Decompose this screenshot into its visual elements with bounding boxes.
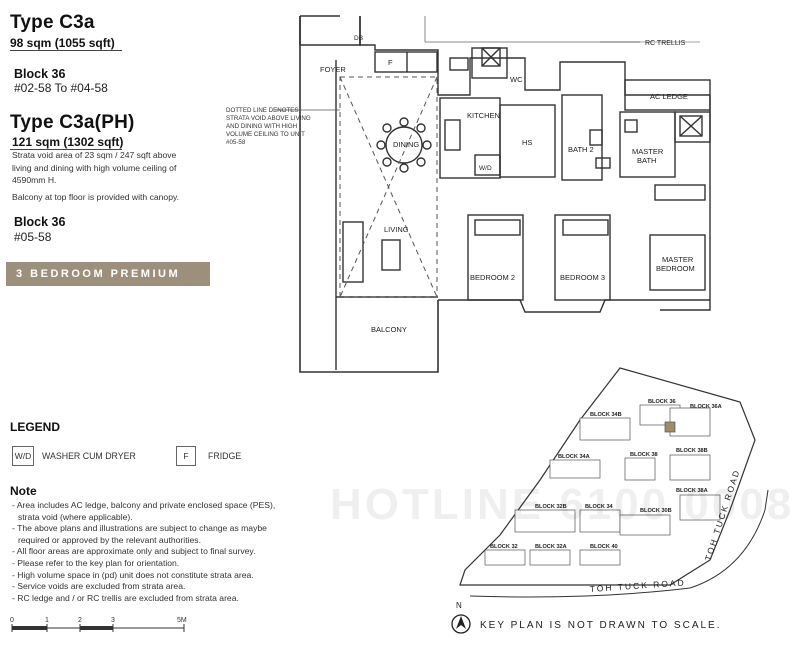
penthouse-unit-number: #05-58 [14,230,52,244]
note-line: - Service voids are excluded from strata… [12,581,186,592]
room-wc: WC [510,75,523,84]
notes-list: - Area includes AC ledge, balcony and pr… [12,500,275,604]
note-line: - High volume space in (pd) unit does no… [12,569,254,580]
floor-plan: FOYER F DB KITCHEN HS W/D DINING LIVING … [226,15,711,373]
void-note-line: DOTTED LINE DENOTES [226,107,299,114]
block-label: BLOCK 38 [630,452,658,458]
room-bedroom-2: BEDROOM 2 [470,273,515,282]
penthouse-block-label: Block 36 [14,215,66,229]
unit-area: 98 sqm (1055 sqft) [10,36,115,50]
note-line: required or approved by the relevant aut… [18,534,201,545]
scale-bar: 0 1 2 3 5M [10,617,187,632]
block-label: BLOCK 34B [590,412,622,418]
fridge-mark: F [388,58,393,67]
strata-void-description: Strata void area of 23 sqm / 247 sqft ab… [12,149,222,187]
legend-title: LEGEND [10,420,61,434]
description-line: living and dining with high volume ceili… [12,162,177,173]
penthouse-type-title: Type C3a(PH) [10,112,135,133]
road-label-bottom: TOH TUCK ROAD [589,577,686,594]
block-label: BLOCK 38A [676,488,708,494]
scale-tick: 5M [177,617,187,624]
block-label: BLOCK 40 [590,544,618,550]
penthouse-area: 121 sqm (1302 sqft) [12,135,124,149]
block-label: BLOCK 32A [535,544,567,550]
room-balcony: BALCONY [371,325,407,334]
room-bath2: BATH 2 [568,145,594,154]
room-ac-ledge: AC LEDGE [650,92,688,101]
note-line: strata void (where applicable). [18,511,133,522]
note-line: - RC ledge and / or RC trellis are exclu… [12,592,239,603]
canopy-note: Balcony at top floor is provided with ca… [12,192,180,202]
void-note-line: VOLUME CEILING TO UNIT [226,131,305,138]
north-arrow-icon [451,614,471,634]
bedroom-type-badge: 3 BEDROOM PREMIUM [6,262,210,286]
room-kitchen: KITCHEN [467,111,500,120]
fridge-icon: F [176,446,196,466]
room-master-bedroom: MASTER [662,255,694,264]
block-label: BLOCK 36A [690,404,722,410]
legend-washer-dryer: WASHER CUM DRYER [42,451,136,461]
keyplan-disclaimer: KEY PLAN IS NOT DRAWN TO SCALE. [480,620,722,631]
rc-trellis-label: RC TRELLIS [645,40,686,47]
washer-dryer-icon: W/D [12,446,34,466]
room-foyer: FOYER [320,65,346,74]
hotline-watermark: HOTLINE 6100 0008 [330,480,794,529]
divider [10,149,122,150]
room-master-bath: BATH [637,156,656,165]
scale-tick: 0 [10,617,14,624]
key-plan: BLOCK 36 BLOCK 36A BLOCK 34B BLOCK 34A B… [459,367,769,598]
description-line: Strata void area of 23 sqm / 247 sqft ab… [12,150,177,160]
block-label: BLOCK 38B [676,448,708,454]
room-living: LIVING [384,225,409,234]
room-master-bath: MASTER [632,147,664,156]
description-line: 4590mm H. [12,175,57,185]
room-dining: DINING [393,140,419,149]
void-note-line: #05-58 [226,139,246,146]
block-label: BLOCK 32B [535,504,567,510]
legend-fridge: FRIDGE [208,451,242,461]
note-line: - Area includes AC ledge, balcony and pr… [12,500,276,510]
divider [10,50,122,51]
block-label: Block 36 [14,67,66,81]
db-mark: DB [354,35,363,42]
room-bedroom-3: BEDROOM 3 [560,273,605,282]
void-note-line: AND DINING WITH HIGH [226,123,297,130]
unit-numbers: #02-58 To #04-58 [14,81,108,95]
note-line: - All floor areas are approximate only a… [12,546,256,557]
note-line: - The above plans and illustrations are … [12,523,267,534]
block-label: BLOCK 36 [648,399,676,405]
room-wd: W/D [479,165,492,172]
unit-type-title: Type C3a [10,12,95,33]
scale-tick: 2 [78,617,82,624]
room-hs: HS [522,138,532,147]
north-label: N [456,601,462,610]
block-label: BLOCK 34 [585,504,614,510]
scale-tick: 1 [45,617,49,624]
scale-tick: 3 [111,617,115,624]
note-line: - Please refer to the key plan for orien… [12,557,180,568]
block-label: BLOCK 32 [490,544,518,550]
notes-title: Note [10,484,37,498]
void-note-line: STRATA VOID ABOVE LIVING [226,115,311,122]
block-label: BLOCK 34A [558,454,590,460]
block-label: BLOCK 30B [640,508,672,514]
room-master-bedroom: BEDROOM [656,264,695,273]
